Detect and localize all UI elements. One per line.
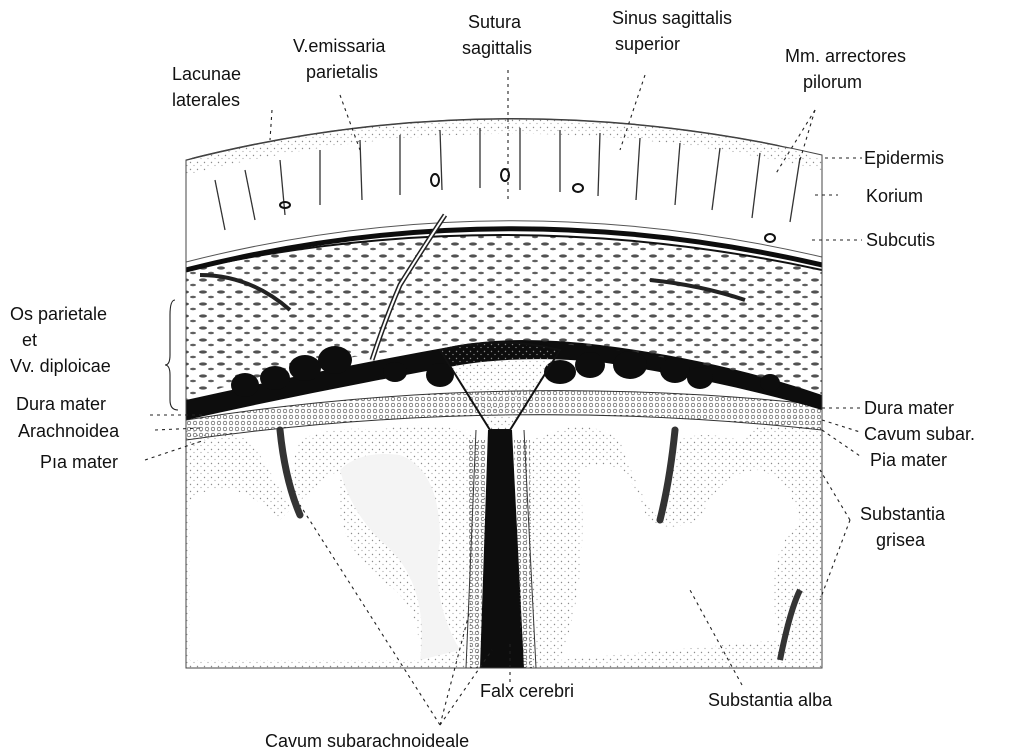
label-cavum-subar: Cavum subar. — [864, 424, 975, 444]
label-substantia-grisea: grisea — [876, 530, 926, 550]
label-v-emissaria: parietalis — [306, 62, 378, 82]
label-os-parietale: et — [22, 330, 37, 350]
label-sutura-sagittalis: Sutura — [468, 12, 522, 32]
label-mm-arrectores: Mm. arrectores — [785, 46, 906, 66]
label-mm-arrectores: pilorum — [803, 72, 862, 92]
label-korium: Korium — [866, 186, 923, 206]
label-dura-mater-left: Dura mater — [16, 394, 106, 414]
label-sutura-sagittalis: sagittalis — [462, 38, 532, 58]
label-substantia-grisea: Substantia — [860, 504, 946, 524]
label-substantia-alba: Substantia alba — [708, 690, 833, 710]
label-arachnoidea: Arachnoidea — [18, 421, 120, 441]
label-pia-mater-right: Pia mater — [870, 450, 947, 470]
label-lacunae-laterales: laterales — [172, 90, 240, 110]
label-pia-mater-left: Pıa mater — [40, 452, 118, 472]
label-falx-cerebri: Falx cerebri — [480, 681, 574, 701]
label-epidermis: Epidermis — [864, 148, 944, 168]
label-os-parietale: Os parietale — [10, 304, 107, 324]
label-dura-mater-right: Dura mater — [864, 398, 954, 418]
label-lacunae-laterales: Lacunae — [172, 64, 241, 84]
label-os-parietale: Vv. diploicae — [10, 356, 111, 376]
label-cavum-subarachnoideale: Cavum subarachnoideale — [265, 731, 469, 751]
tissue-section — [186, 119, 822, 670]
label-sinus-sagittalis: superior — [615, 34, 680, 54]
label-subcutis: Subcutis — [866, 230, 935, 250]
label-v-emissaria: V.emissaria — [293, 36, 386, 56]
label-sinus-sagittalis: Sinus sagittalis — [612, 8, 732, 28]
